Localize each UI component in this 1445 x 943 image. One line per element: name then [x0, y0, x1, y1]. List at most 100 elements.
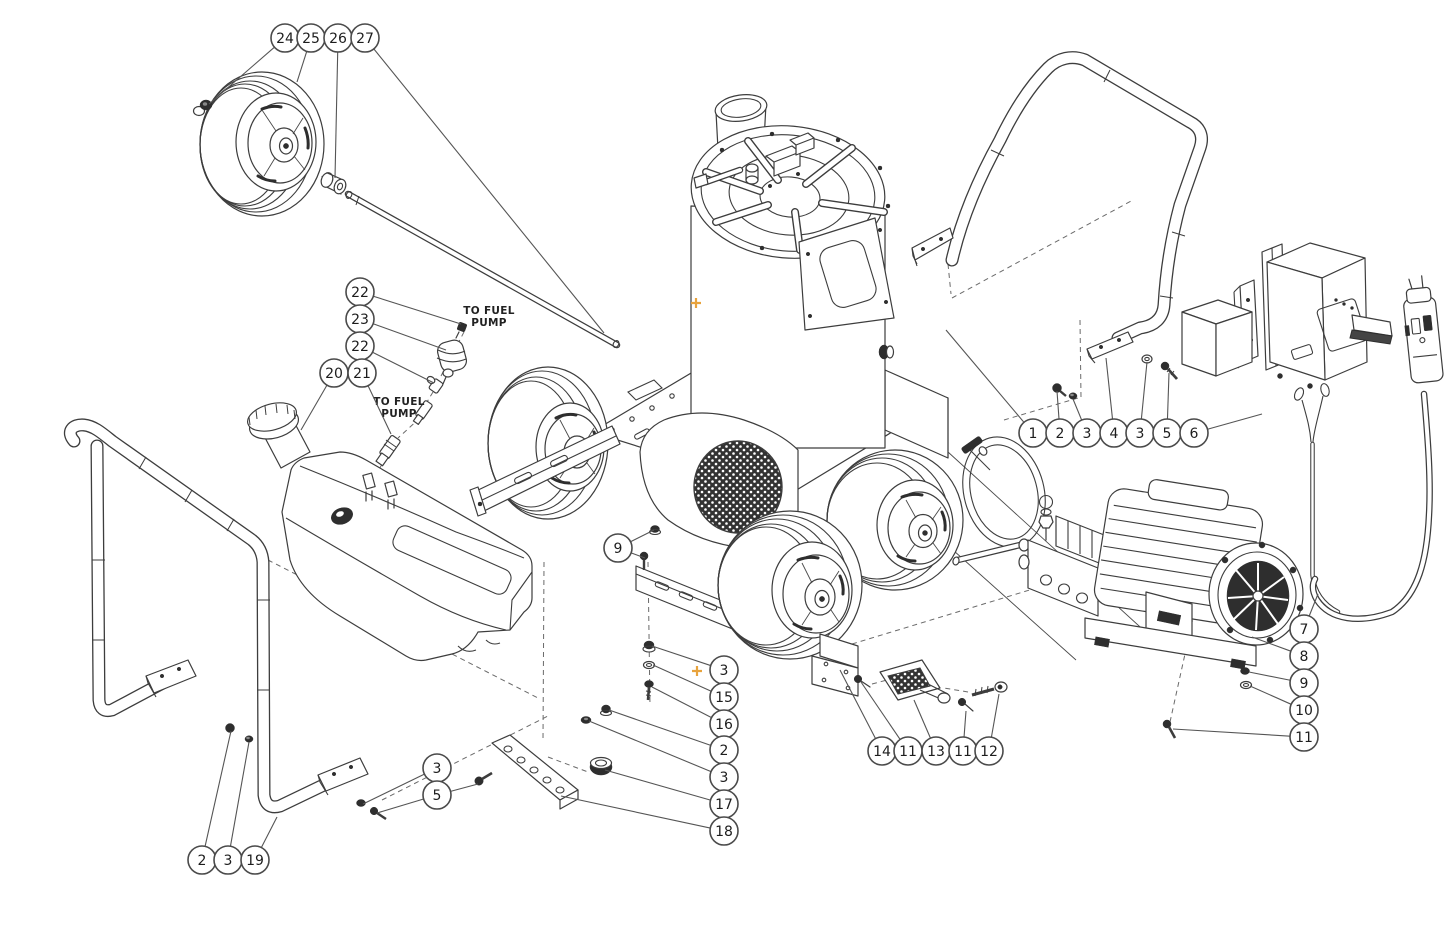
- callout-12[interactable]: 12: [974, 693, 1004, 766]
- rear-handle-plate: [911, 227, 954, 267]
- svg-text:3: 3: [224, 853, 233, 869]
- svg-text:3: 3: [720, 770, 729, 786]
- callout-23[interactable]: 23: [345, 304, 447, 351]
- handle-mount-plate-right: [317, 757, 369, 796]
- unloader-valve: [1038, 494, 1054, 541]
- axle-channel-front: [469, 425, 621, 517]
- callout-5[interactable]: 5: [376, 780, 479, 814]
- svg-text:23: 23: [351, 312, 369, 328]
- axle-nut: [192, 99, 213, 117]
- callout-11[interactable]: 11: [860, 681, 923, 766]
- hardware-bottom-center: [474, 525, 662, 786]
- callout-3[interactable]: 3: [362, 753, 452, 805]
- svg-text:11: 11: [899, 744, 917, 760]
- fuel-filter-fittings: [375, 322, 468, 467]
- callout-13[interactable]: 13: [913, 699, 951, 766]
- burner-assembly: [690, 94, 895, 449]
- callout-19[interactable]: 19: [240, 816, 278, 875]
- svg-text:11: 11: [954, 744, 972, 760]
- callout-14[interactable]: 14: [839, 669, 897, 766]
- svg-text:8: 8: [1300, 649, 1309, 665]
- callout-5[interactable]: 5: [1152, 372, 1182, 448]
- fuel-elbow-fitting: [426, 375, 444, 394]
- callout-2[interactable]: 2: [1045, 390, 1075, 448]
- callout-27[interactable]: 27: [350, 23, 605, 334]
- hardware-bottom-right: [853, 674, 1008, 712]
- svg-text:13: 13: [927, 744, 945, 760]
- callout-10[interactable]: 10: [1249, 685, 1319, 725]
- svg-text:15: 15: [715, 690, 733, 706]
- callout-1[interactable]: 1: [945, 329, 1048, 448]
- pump-inlet-tube: [952, 538, 1030, 566]
- callout-24[interactable]: 24: [208, 23, 300, 105]
- marker-layer: [691, 298, 702, 676]
- control-box-assembly: [1181, 242, 1393, 615]
- burner-top-fittings: [693, 132, 815, 189]
- vibration-pad: [879, 659, 951, 704]
- spade-terminal-wire: [1293, 383, 1341, 615]
- callout-9[interactable]: 9: [1248, 668, 1319, 698]
- svg-text:11: 11: [1295, 730, 1313, 746]
- hardware-bottom-left: [225, 723, 387, 820]
- callout-6[interactable]: 6: [1179, 413, 1263, 448]
- svg-text:26: 26: [329, 31, 347, 47]
- callout-21[interactable]: 21: [347, 358, 392, 435]
- callout-11[interactable]: 11: [1172, 722, 1319, 752]
- svg-text:10: 10: [1295, 703, 1313, 719]
- fuel-pump-fitting: [375, 435, 401, 467]
- svg-text:3: 3: [433, 761, 442, 777]
- svg-text:17: 17: [715, 797, 733, 813]
- rear-handle: [911, 51, 1209, 364]
- callout-22[interactable]: 22: [345, 331, 435, 384]
- rubber-foot: [589, 756, 613, 776]
- svg-text:27: 27: [356, 31, 374, 47]
- svg-text:22: 22: [351, 339, 369, 355]
- fuel-tank-fittings: [362, 472, 398, 510]
- callout-3[interactable]: 3: [1125, 361, 1155, 448]
- hardware-top-right: [1052, 354, 1179, 400]
- pressure-hose-coil: [961, 436, 1046, 548]
- motor-fan-cover: [1208, 541, 1304, 646]
- chassis-right-block: [884, 369, 949, 459]
- svg-text:22: 22: [351, 285, 369, 301]
- svg-text:7: 7: [1300, 622, 1309, 638]
- fuel-fitting-top: [455, 322, 467, 339]
- callout-2[interactable]: 2: [608, 709, 739, 765]
- callout-22[interactable]: 22: [345, 277, 462, 325]
- front-caster-wheel-assembly: [192, 71, 621, 349]
- callout-18[interactable]: 18: [560, 795, 739, 846]
- bottom-bar-plate: [491, 734, 579, 810]
- fuel-tank-assembly: [247, 402, 533, 662]
- axle-spacer: [320, 172, 347, 195]
- wheel-front-center: [717, 510, 863, 660]
- fuel-tank-filler-neck: [247, 402, 311, 469]
- hardware-right: [1162, 667, 1253, 739]
- callout-3[interactable]: 3: [651, 645, 739, 685]
- svg-text:18: 18: [715, 824, 733, 840]
- fuel-filter: [436, 339, 468, 385]
- pump-mount-bracket: [811, 633, 859, 697]
- svg-text:3: 3: [720, 663, 729, 679]
- svg-text:20: 20: [325, 366, 343, 382]
- callout-3[interactable]: 3: [1072, 398, 1102, 448]
- callout-25[interactable]: 25: [296, 23, 326, 83]
- svg-text:3: 3: [1136, 426, 1145, 442]
- svg-text:2: 2: [720, 743, 729, 759]
- svg-text:25: 25: [302, 31, 320, 47]
- callout-11[interactable]: 11: [948, 710, 978, 766]
- svg-text:14: 14: [873, 744, 891, 760]
- callout-9[interactable]: 9: [603, 529, 655, 563]
- svg-text:24: 24: [276, 31, 294, 47]
- svg-text:4: 4: [1110, 426, 1119, 442]
- handle-bracket-plate: [1086, 331, 1134, 364]
- callout-26[interactable]: 26: [323, 23, 353, 179]
- control-box: [1266, 242, 1393, 389]
- callout-4[interactable]: 4: [1099, 357, 1129, 448]
- svg-text:19: 19: [246, 853, 264, 869]
- callout-17[interactable]: 17: [604, 769, 739, 819]
- burner-side-plate: [798, 217, 895, 331]
- callout-20[interactable]: 20: [300, 358, 349, 431]
